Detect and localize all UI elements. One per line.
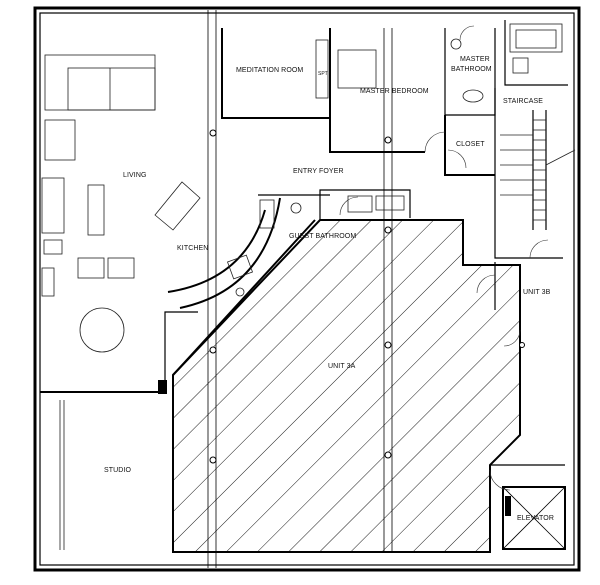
label-staircase: STAIRCASE [503, 98, 543, 105]
label-unit-3a: UNIT 3A [328, 363, 356, 370]
outer-walls [33, 6, 581, 572]
stair-treads [500, 119, 576, 221]
label-meditation-room: MEDITATION ROOM [236, 67, 303, 74]
label-kitchen: KITCHEN [177, 245, 208, 252]
label-closet: CLOSET [456, 141, 485, 148]
label-unit-3b: UNIT 3B [523, 289, 551, 296]
label-entry-foyer: ENTRY FOYER [293, 168, 344, 175]
furniture [41, 23, 563, 550]
room-labels: MEDITATION ROOM SPT MASTER BEDROOM MASTE… [104, 56, 554, 522]
interior-walls [40, 20, 568, 552]
label-living: LIVING [123, 172, 147, 179]
structural-columns [207, 10, 525, 568]
label-elevator: ELEVATOR [517, 515, 554, 522]
door-swings [339, 25, 549, 491]
label-guest-bathroom: GUEST BATHROOM [289, 233, 356, 240]
label-master-bedroom: MASTER BEDROOM [360, 88, 429, 95]
label-meditation-tag: SPT [318, 71, 328, 77]
unit-3a-area [172, 219, 521, 553]
label-studio: STUDIO [104, 467, 131, 474]
